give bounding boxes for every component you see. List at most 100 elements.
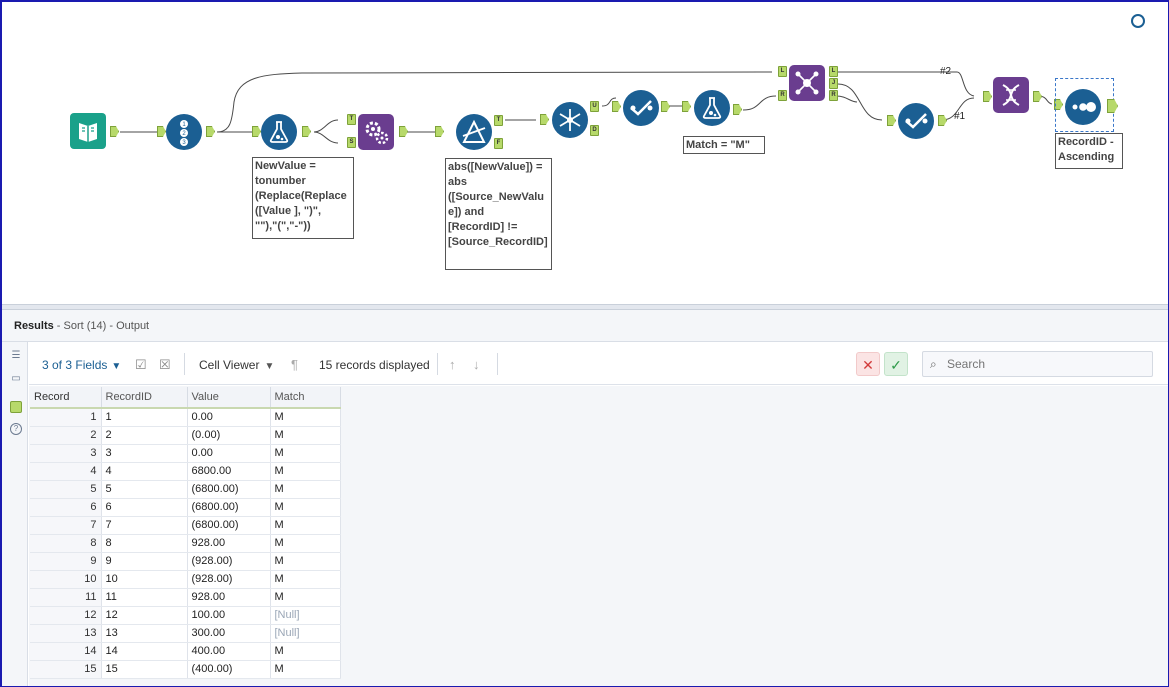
generate-rows-icon[interactable] — [358, 114, 394, 150]
value-cell[interactable]: 0.00 — [187, 408, 271, 427]
input-anchor[interactable] — [540, 114, 549, 125]
filter-icon[interactable] — [456, 114, 492, 150]
recordid-cell[interactable]: 2 — [101, 426, 188, 445]
recordid-cell[interactable]: 1 — [101, 408, 188, 427]
right-output-anchor[interactable]: R — [829, 90, 838, 101]
recordid-cell[interactable]: 3 — [101, 444, 188, 463]
recordid-cell[interactable]: 9 — [101, 552, 188, 571]
column-header-match[interactable]: Match — [270, 387, 341, 409]
sort-icon[interactable] — [1065, 89, 1101, 125]
recordid-cell[interactable]: 7 — [101, 516, 188, 535]
formula-icon[interactable] — [694, 90, 730, 126]
match-cell[interactable]: M — [270, 552, 341, 571]
record-number-cell[interactable]: 13 — [30, 624, 102, 643]
match-cell[interactable]: M — [270, 516, 341, 535]
output-anchor[interactable] — [661, 101, 670, 112]
output-anchor[interactable] — [399, 126, 408, 137]
formula-icon[interactable] — [261, 114, 297, 150]
value-cell[interactable]: 6800.00 — [187, 462, 271, 481]
output-anchor-icon[interactable] — [10, 401, 22, 413]
arrow-up-icon[interactable]: ↑ — [449, 357, 456, 372]
recordid-cell[interactable]: 15 — [101, 660, 188, 679]
match-cell[interactable]: M — [270, 444, 341, 463]
match-cell[interactable]: M — [270, 480, 341, 499]
match-cell[interactable]: M — [270, 588, 341, 607]
source-input-anchor[interactable]: S — [347, 137, 356, 148]
record-number-cell[interactable]: 6 — [30, 498, 102, 517]
record-number-cell[interactable]: 3 — [30, 444, 102, 463]
match-cell[interactable]: M — [270, 570, 341, 589]
input-book-icon[interactable] — [70, 113, 106, 149]
record-number-cell[interactable]: 15 — [30, 660, 102, 679]
search-input[interactable] — [947, 357, 1147, 371]
recordid-cell[interactable]: 11 — [101, 588, 188, 607]
column-header-record[interactable]: Record — [30, 387, 102, 409]
pane-splitter[interactable] — [2, 304, 1168, 310]
match-cell[interactable]: M — [270, 426, 341, 445]
join-output-anchor[interactable]: J — [829, 78, 838, 89]
input-anchor[interactable] — [1054, 99, 1063, 110]
recordid-cell[interactable]: 5 — [101, 480, 188, 499]
column-header-value[interactable]: Value — [187, 387, 271, 409]
record-number-cell[interactable]: 14 — [30, 642, 102, 661]
clear-filter-button[interactable]: ✕ — [856, 352, 880, 376]
recordid-cell[interactable]: 10 — [101, 570, 188, 589]
recordid-cell[interactable]: 8 — [101, 534, 188, 553]
match-cell[interactable]: M — [270, 498, 341, 517]
match-cell[interactable]: M — [270, 462, 341, 481]
record-number-cell[interactable]: 8 — [30, 534, 102, 553]
value-cell[interactable]: (6800.00) — [187, 516, 271, 535]
value-cell[interactable]: (0.00) — [187, 426, 271, 445]
select-all-checkbox-icon[interactable]: ☑ — [135, 357, 147, 372]
value-cell[interactable]: 400.00 — [187, 642, 271, 661]
match-cell[interactable]: M — [270, 642, 341, 661]
value-cell[interactable]: (928.00) — [187, 570, 271, 589]
input-anchor[interactable] — [887, 115, 896, 126]
value-cell[interactable]: 928.00 — [187, 588, 271, 607]
select-icon[interactable] — [623, 90, 659, 126]
value-cell[interactable]: (400.00) — [187, 660, 271, 679]
match-cell[interactable]: M — [270, 408, 341, 427]
left-output-anchor[interactable]: L — [829, 66, 838, 77]
record-number-cell[interactable]: 9 — [30, 552, 102, 571]
output-anchor[interactable] — [1033, 91, 1042, 102]
value-cell[interactable]: (6800.00) — [187, 498, 271, 517]
record-number-cell[interactable]: 2 — [30, 426, 102, 445]
record-number-cell[interactable]: 7 — [30, 516, 102, 535]
value-cell[interactable]: 928.00 — [187, 534, 271, 553]
search-box[interactable]: ⌕ — [922, 351, 1153, 377]
column-header-recordid[interactable]: RecordID — [101, 387, 188, 409]
help-icon[interactable]: ? — [10, 423, 22, 435]
true-input-anchor[interactable]: T — [347, 114, 356, 125]
fields-selector[interactable]: 3 of 3 Fields▼ — [42, 357, 121, 375]
recordid-cell[interactable]: 12 — [101, 606, 188, 625]
value-cell[interactable]: 100.00 — [187, 606, 271, 625]
left-input-anchor[interactable]: L — [778, 66, 787, 77]
value-cell[interactable]: (6800.00) — [187, 480, 271, 499]
record-number-cell[interactable]: 4 — [30, 462, 102, 481]
record-number-cell[interactable]: 10 — [30, 570, 102, 589]
arrow-down-icon[interactable]: ↓ — [473, 357, 480, 372]
join-icon[interactable] — [789, 65, 825, 101]
output-anchor[interactable] — [206, 126, 215, 137]
value-cell[interactable]: 0.00 — [187, 444, 271, 463]
recordid-cell[interactable]: 6 — [101, 498, 188, 517]
unique-output-anchor[interactable]: U — [590, 101, 599, 112]
false-output-anchor[interactable]: F — [494, 138, 503, 149]
output-anchor[interactable] — [302, 126, 311, 137]
right-input-anchor[interactable]: R — [778, 90, 787, 101]
cell-viewer-dropdown[interactable]: Cell Viewer▼ — [199, 357, 274, 375]
output-anchor[interactable] — [1107, 99, 1118, 113]
